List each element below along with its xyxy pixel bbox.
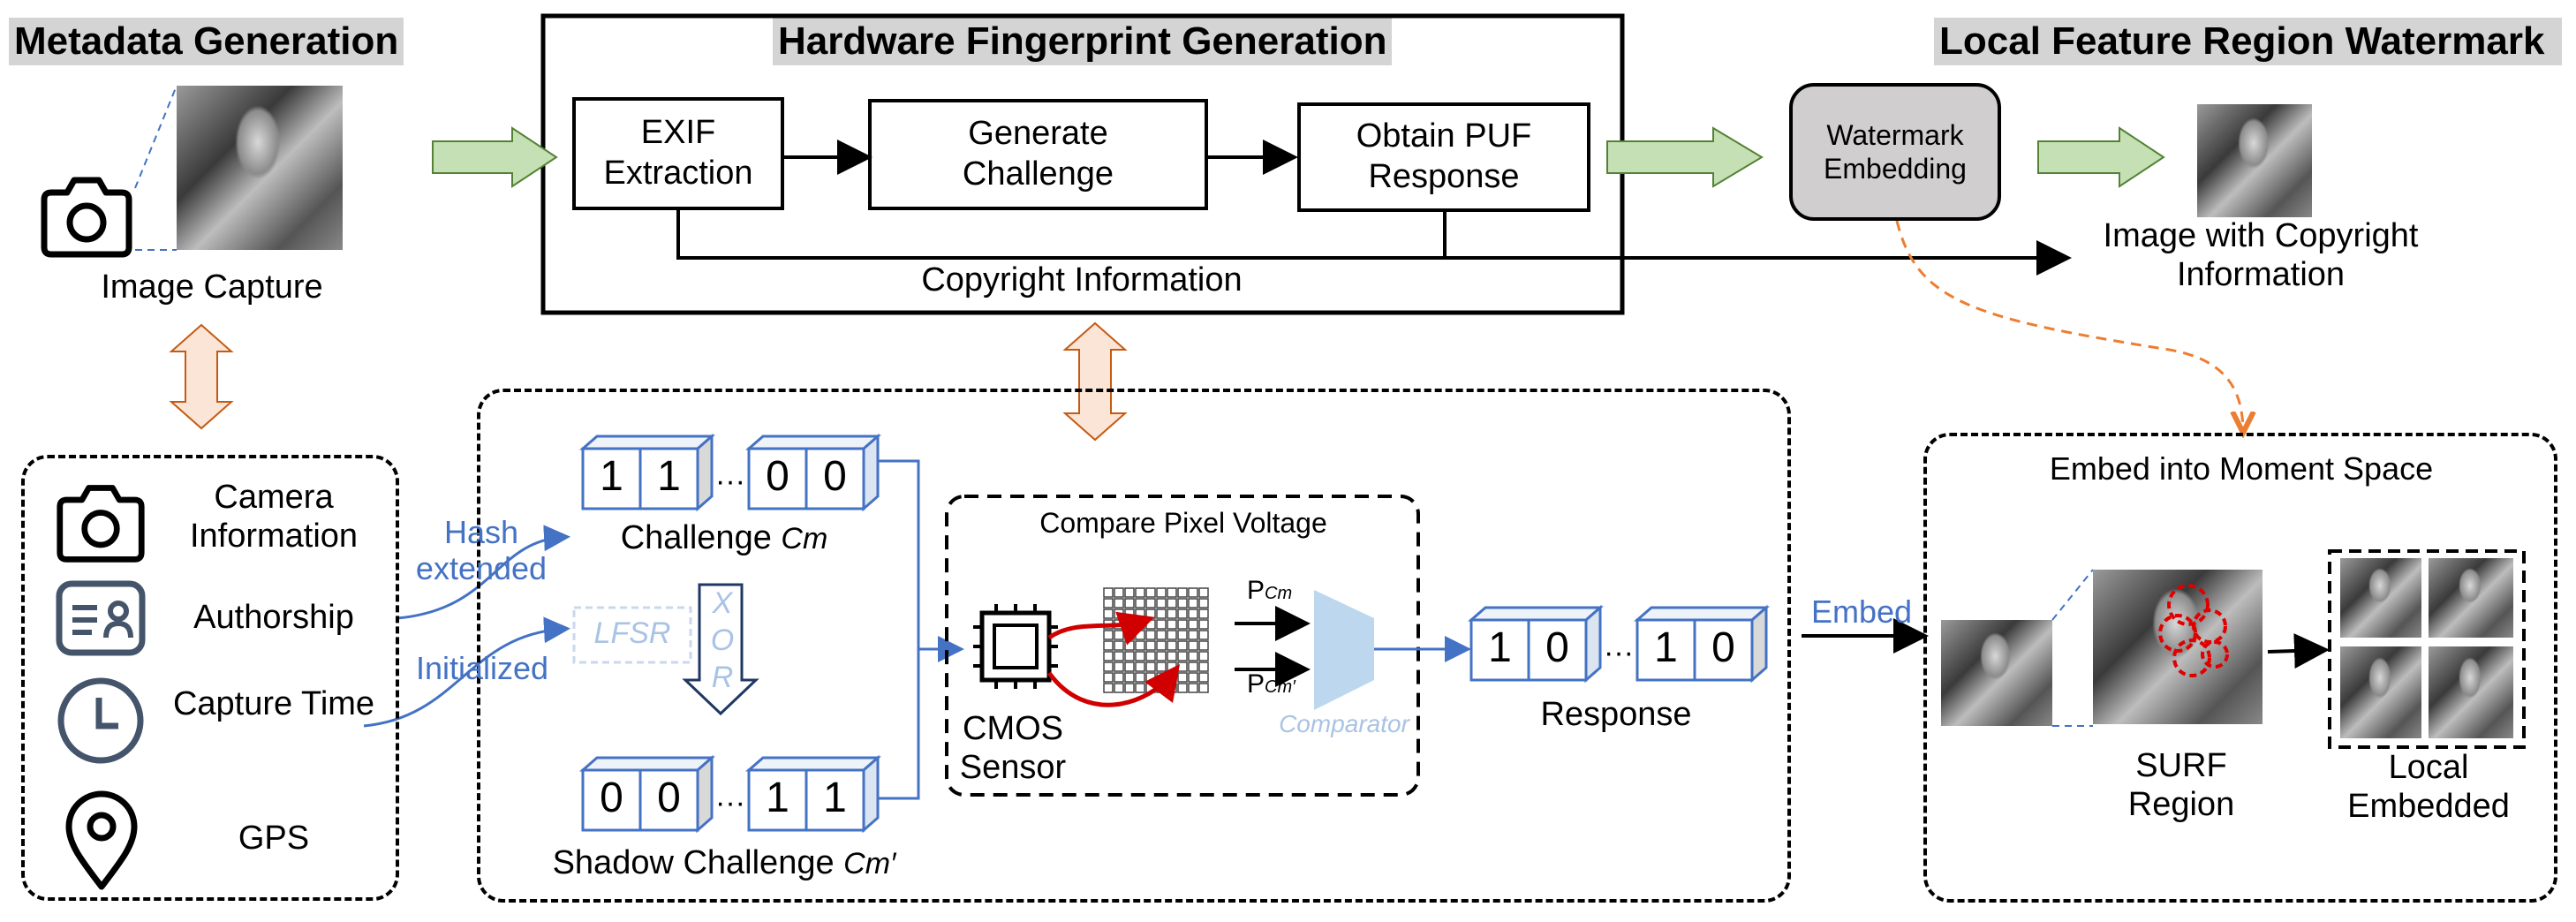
response-label: Response — [1540, 696, 1692, 733]
lfsr-label: LFSR — [593, 616, 671, 650]
response-bit: 1 — [1654, 624, 1678, 671]
clock-icon — [57, 677, 144, 764]
response-register — [1468, 604, 1770, 684]
metadata-generation-title: Metadata Generation — [9, 18, 404, 65]
hardware-fingerprint-title: Hardware Fingerprint Generation — [773, 18, 1393, 65]
response-bit: 1 — [1488, 624, 1512, 671]
compare-pixel-voltage-label: Compare Pixel Voltage — [1039, 507, 1327, 539]
local-patch — [2429, 646, 2513, 738]
challenge-ellipsis: ··· — [715, 465, 745, 498]
watermarked-photo — [2197, 104, 2312, 217]
challenge-label: Challenge Cm — [620, 519, 828, 556]
surf-region-label: SURF Region — [2127, 747, 2235, 823]
obtain-puf-response-box: Obtain PUF Response — [1297, 102, 1590, 212]
local-patch — [2340, 646, 2421, 738]
shadow-challenge-register — [579, 754, 881, 834]
response-bit: 0 — [1545, 624, 1569, 671]
exif-extraction-box: EXIF Extraction — [572, 97, 784, 210]
peach-double-arrow — [169, 321, 1128, 442]
local-patch — [2340, 558, 2421, 638]
copyright-information-label: Copyright Information — [921, 261, 1243, 299]
generate-challenge-box: Generate Challenge — [868, 99, 1208, 210]
hash-extended-label: Hash extended — [415, 514, 548, 587]
shadow-bit: 0 — [600, 775, 623, 821]
camera-icon — [41, 177, 132, 258]
local-embedded-frame — [2328, 549, 2526, 749]
shadow-bit: 0 — [657, 775, 681, 821]
shadow-ellipsis: ··· — [715, 786, 745, 820]
camera-information-icon — [57, 485, 145, 563]
shadow-bit: 1 — [823, 775, 847, 821]
xor-label-x: X — [712, 586, 733, 620]
shadow-challenge-label: Shadow Challenge Cm′ — [552, 844, 896, 881]
challenge-bit: 0 — [823, 453, 847, 500]
xor-arrow — [682, 583, 759, 716]
location-pin-icon — [65, 790, 138, 890]
initialized-label: Initialized — [415, 650, 549, 686]
xor-label-r: R — [711, 661, 734, 694]
moment-space-title: Embed into Moment Space — [2049, 450, 2434, 487]
challenge-bit: 0 — [766, 453, 789, 500]
compare-box — [945, 495, 1420, 797]
xor-label-o: O — [710, 623, 735, 657]
puf-box — [477, 389, 1791, 903]
comparator-shape — [1314, 590, 1374, 710]
watermark-embedding-box: Watermark Embedding — [1789, 83, 2001, 221]
moment-space-box — [1923, 433, 2557, 903]
id-card-icon — [56, 580, 146, 656]
challenge-bit: 1 — [657, 453, 681, 500]
cmos-sensor-label: CMOS Sensor — [959, 710, 1067, 786]
comparator-label: Comparator — [1279, 710, 1409, 737]
lfsr-box — [572, 606, 692, 664]
surf-region-photo — [2093, 570, 2262, 724]
source-photo — [1941, 620, 2052, 726]
response-ellipsis: ··· — [1604, 636, 1634, 669]
p-cm-shadow-label: PCm′ — [1247, 669, 1296, 699]
image-with-copyright-label: Image with Copyright Information — [2103, 217, 2419, 293]
shadow-bit: 1 — [766, 775, 789, 821]
green-arrow — [432, 126, 2165, 188]
local-patch — [2429, 558, 2513, 638]
authorship-label: Authorship — [193, 599, 354, 636]
camera-information-label: Camera Information — [189, 479, 359, 555]
gps-label: GPS — [238, 820, 310, 857]
response-bit: 0 — [1711, 624, 1735, 671]
challenge-bit: 1 — [600, 453, 623, 500]
image-capture-label: Image Capture — [101, 268, 323, 306]
challenge-register — [579, 433, 881, 512]
local-feature-title: Local Feature Region Watermark — [1934, 18, 2563, 65]
surf-keypoints — [2158, 584, 2229, 677]
metadata-box — [21, 455, 399, 901]
p-cm-label: PCm — [1247, 576, 1293, 605]
capture-time-label: Capture Time — [172, 685, 375, 722]
captured-photo — [177, 86, 343, 250]
embed-label: Embed — [1810, 593, 1913, 630]
cmos-chip-icon — [973, 604, 1058, 689]
local-embedded-label: Local Embedded — [2347, 749, 2510, 825]
